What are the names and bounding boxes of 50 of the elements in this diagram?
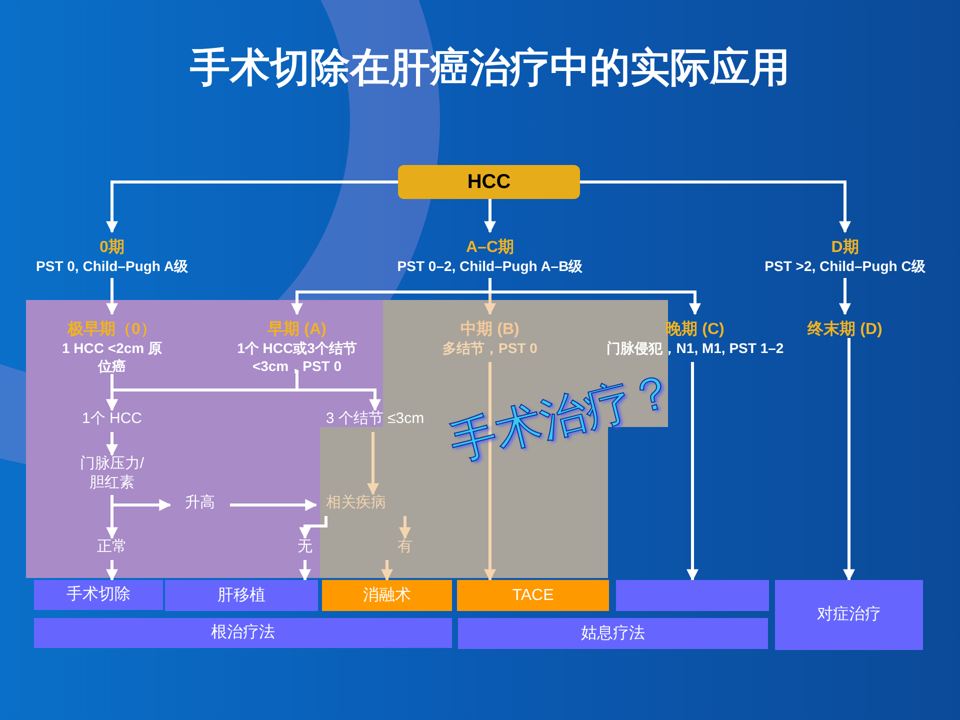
arrow xyxy=(296,370,381,412)
treatment-box: 肝移植 xyxy=(165,580,318,611)
flow-text: 门脉压力/ 胆红素 xyxy=(72,455,152,495)
arrow xyxy=(686,362,698,582)
arrow xyxy=(580,180,851,234)
stage-criteria: 1 HCC <2cm 原位癌 xyxy=(61,340,163,375)
arrow xyxy=(106,180,398,234)
stage-criteria: 多结节，PST 0 xyxy=(442,340,538,358)
treatment-box: TACE xyxy=(457,580,609,611)
arrow xyxy=(367,432,379,496)
flow-text: 有 xyxy=(390,538,420,560)
flow-text: 1个 HCC xyxy=(62,410,162,432)
arrow xyxy=(106,560,118,582)
root-box: HCC xyxy=(398,165,580,199)
stage-criteria: PST 0–2, Child–Pugh A–B级 xyxy=(397,258,583,276)
stage-heading: A–C期 xyxy=(466,238,514,258)
arrow xyxy=(106,432,118,456)
flow-text: 正常 xyxy=(82,538,142,560)
treatment-box: 姑息疗法 xyxy=(458,618,768,649)
arrow xyxy=(843,338,855,582)
arrow xyxy=(839,278,851,316)
stage-heading: 终末期 (D) xyxy=(808,320,882,340)
arrow xyxy=(299,516,328,540)
treatment-box: 根治疗法 xyxy=(34,618,452,648)
arrow xyxy=(484,199,496,234)
treatment-box: 对症治疗 xyxy=(775,580,923,650)
flow-text: 相关疾病 xyxy=(316,494,396,516)
stage-heading: 中期 (B) xyxy=(460,320,520,340)
stage-criteria: PST >2, Child–Pugh C级 xyxy=(764,258,926,276)
treatment-box: 手术切除 xyxy=(34,580,163,610)
arrow xyxy=(488,278,701,316)
stage-criteria: 门脉侵犯，N1, M1, PST 1–2 xyxy=(606,340,784,358)
stage-heading: 早期 (A) xyxy=(268,320,326,340)
slide-title: 手术切除在肝癌治疗中的实际应用 xyxy=(189,45,791,92)
arrow xyxy=(381,560,393,582)
stage-heading: D期 xyxy=(831,238,859,258)
treatment-box: 消融术 xyxy=(322,580,452,611)
stage-heading: 0期 xyxy=(100,238,124,258)
arrow xyxy=(230,499,318,511)
arrow xyxy=(484,362,496,582)
wordart-label: 手术治疗？ xyxy=(444,361,682,472)
flow-text: 无 xyxy=(290,538,320,560)
arrow xyxy=(106,278,118,316)
flow-text: 升高 xyxy=(170,494,230,516)
stage-criteria: PST 0, Child–Pugh A级 xyxy=(36,258,188,276)
arrow xyxy=(399,516,411,540)
arrow xyxy=(299,560,311,582)
empty-treatment-box xyxy=(616,580,769,611)
stage-heading: 极早期（0） xyxy=(68,320,156,340)
flow-text: 3 个结节 ≤3cm xyxy=(305,410,445,432)
